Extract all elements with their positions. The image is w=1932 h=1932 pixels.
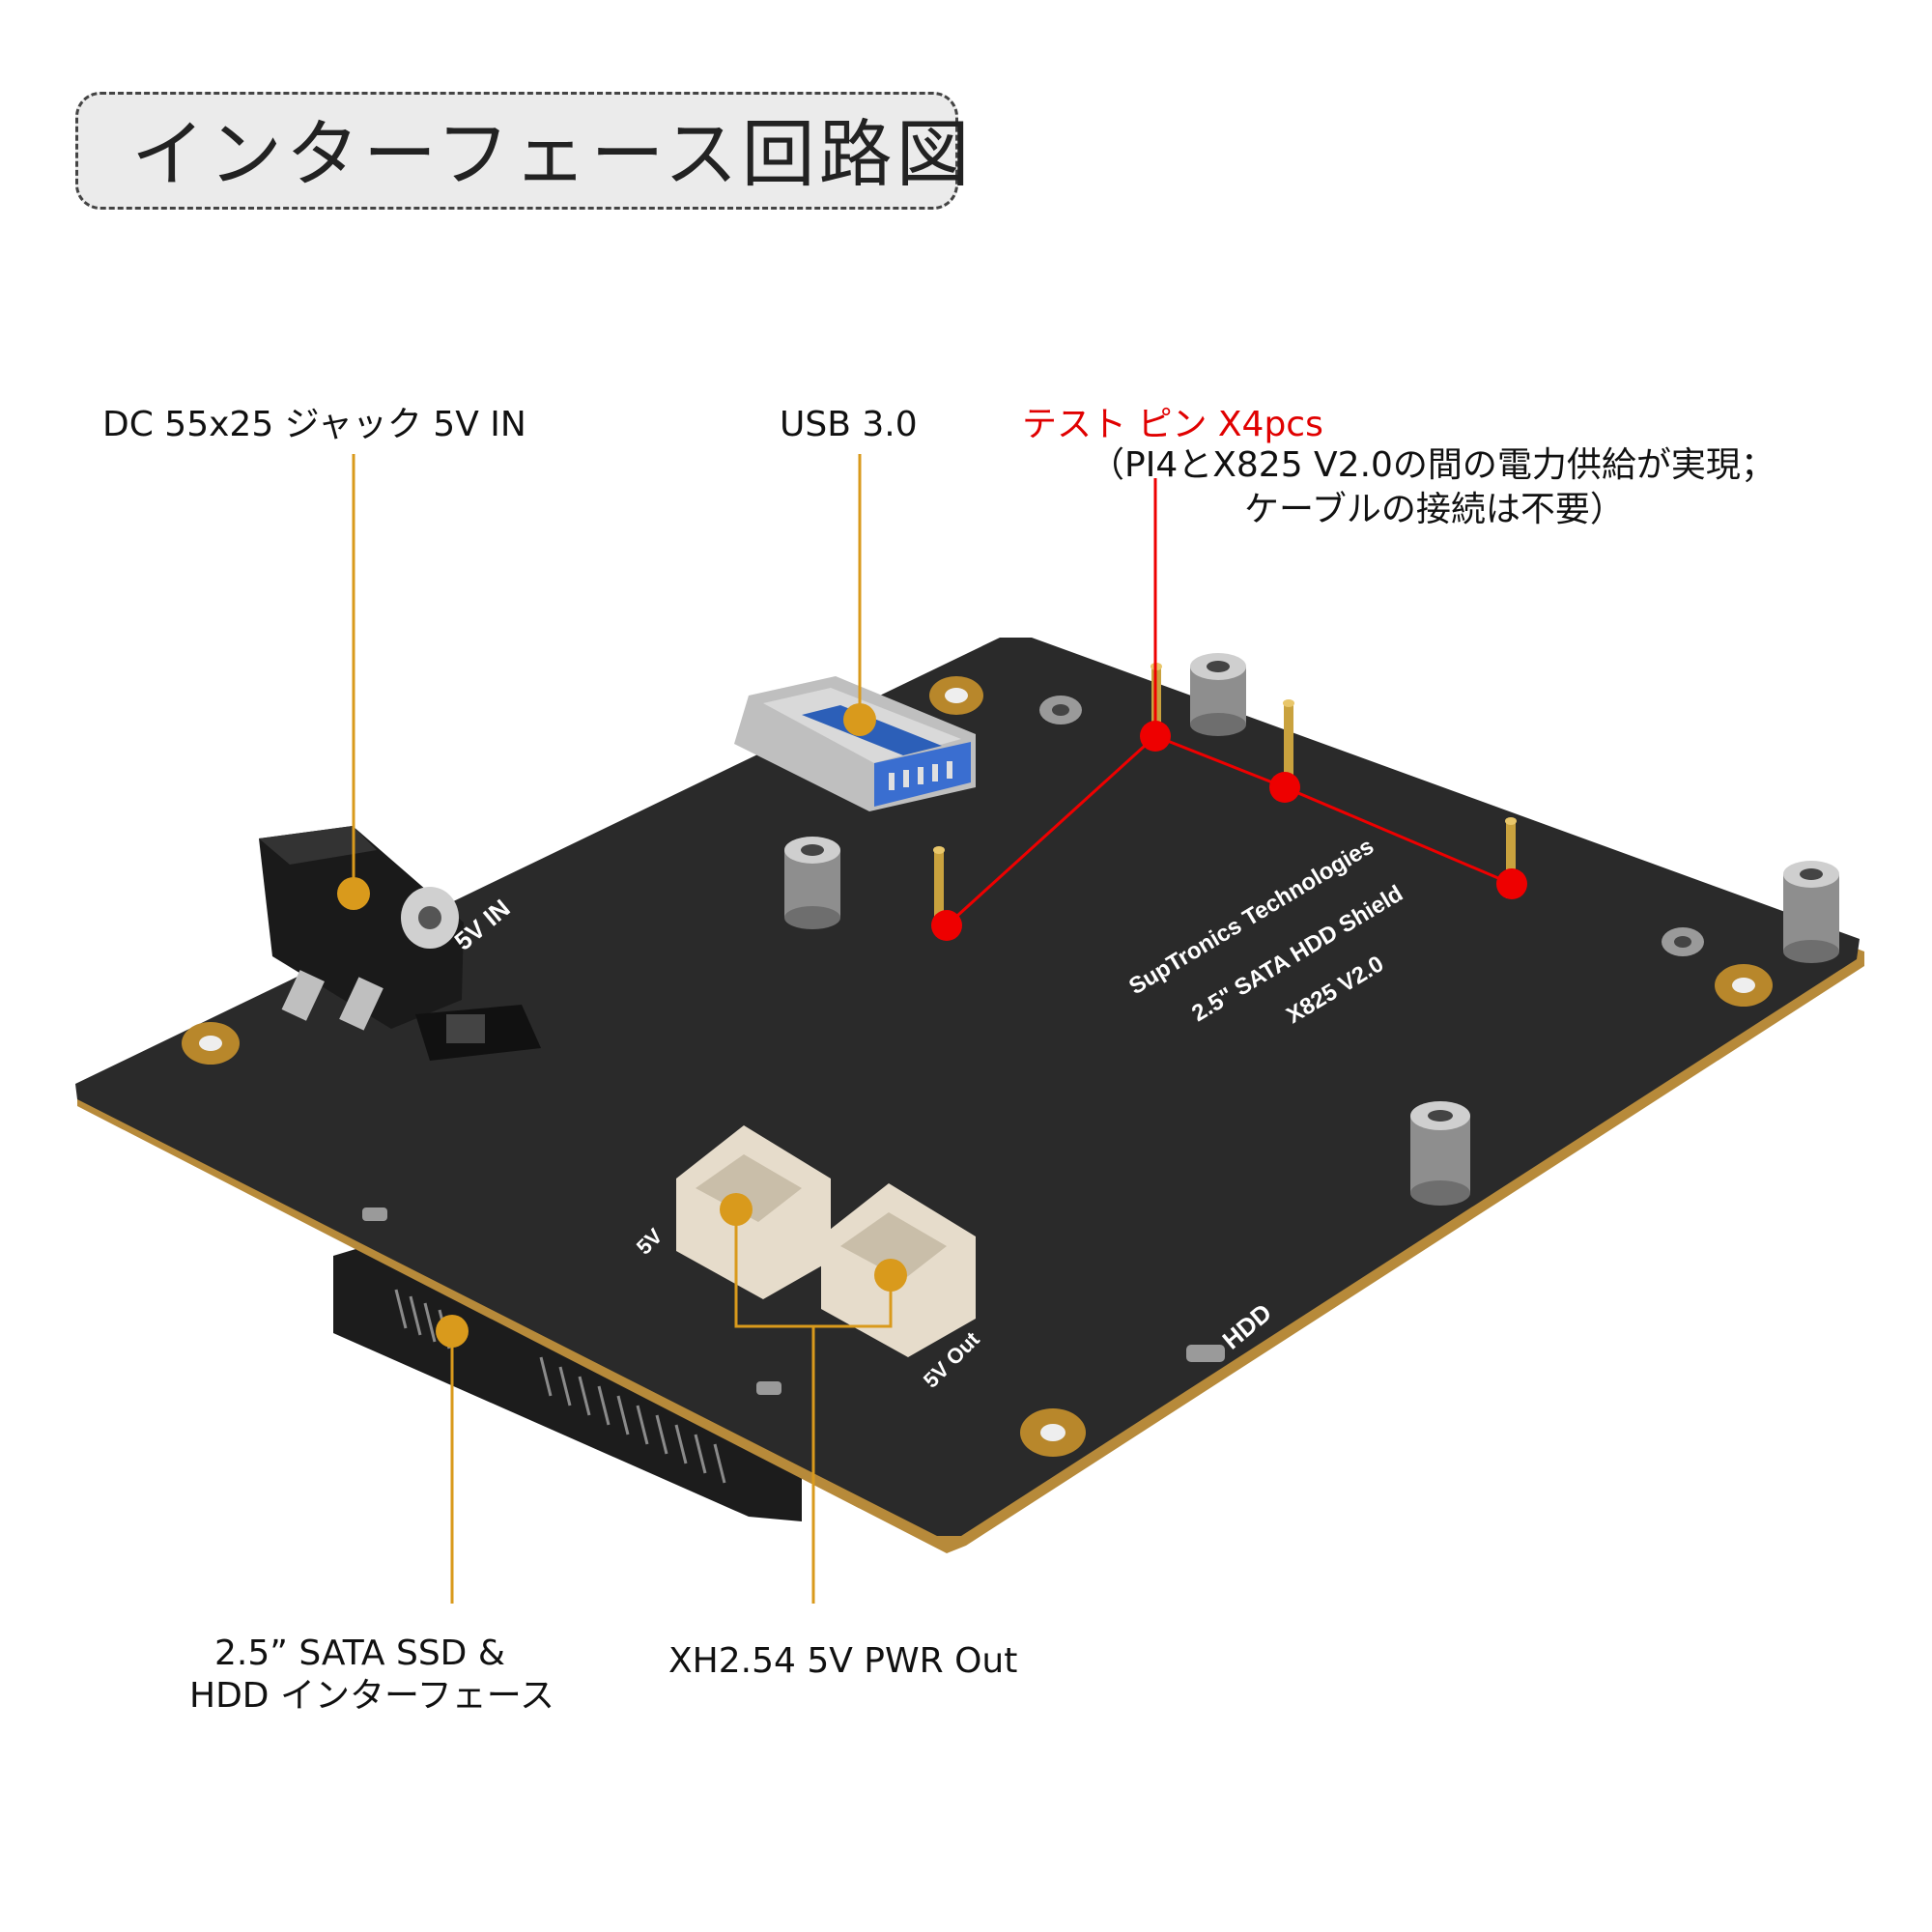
dc-jack [259,826,541,1061]
test-pin-note-2: ケーブルの接続は不要） [1244,490,1625,529]
test-pin-note-1: （PI4とX825 V2.0の間の電力供給が実現； [1090,445,1776,485]
dc-jack-dot [337,877,370,910]
sata-dot [436,1315,469,1348]
red-callout [945,478,1513,927]
xh-left-dot [720,1193,753,1226]
board-top [75,638,1860,1536]
small-components [362,1208,1225,1395]
title-box [75,92,958,210]
mounting-holes [182,676,1773,1457]
standoffs [784,653,1839,1206]
sata-label-1: 2.5” SATA SSD & [214,1634,505,1673]
xh-right-dot [874,1259,907,1292]
gold-callouts [352,454,893,1604]
dc-jack-label: DC 55x25 ジャック 5V IN [102,405,526,444]
sata-connector [333,1241,802,1521]
pin-dot-1 [1140,721,1171,752]
pin-dot-4 [931,910,962,941]
page-title: インターフェース回路図 [131,111,974,197]
test-pin-label: テスト ピン X4pcs [1022,405,1323,444]
sata-label-2: HDD インターフェース [189,1676,554,1716]
pin-dot-3 [1496,868,1527,899]
usb-dot [843,703,876,736]
xh-power-label: XH2.54 5V PWR Out [668,1641,1018,1681]
usb-label: USB 3.0 [780,405,918,444]
gold-dots [337,703,907,1348]
pin-dot-2 [1269,772,1300,803]
red-dots [931,721,1527,941]
